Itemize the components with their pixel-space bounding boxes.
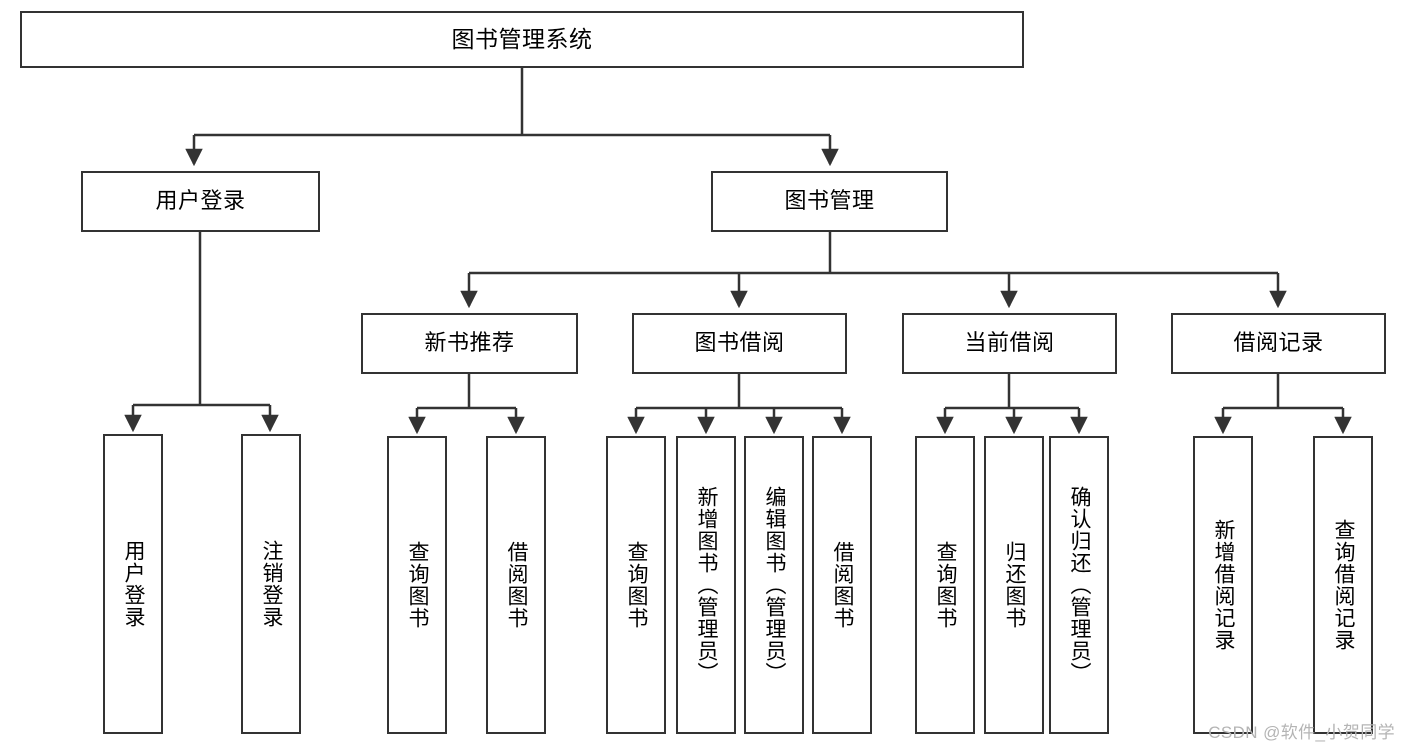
node-book-borrow[interactable]: 图书借阅 <box>632 313 847 374</box>
node-label: 查询图书 <box>625 541 649 629</box>
leaf-book-borrow-borrow-book[interactable]: 借阅图书 <box>812 436 872 734</box>
node-label: 查询图书 <box>934 541 958 629</box>
node-new-book-recommend[interactable]: 新书推荐 <box>361 313 578 374</box>
leaf-new-book-borrow-book[interactable]: 借阅图书 <box>486 436 546 734</box>
node-label: 注销登录 <box>260 540 284 628</box>
node-book-management[interactable]: 图书管理 <box>711 171 948 232</box>
node-root-book-management-system[interactable]: 图书管理系统 <box>20 11 1024 68</box>
watermark-text: CSDN @软件_小贺同学 <box>1208 723 1395 742</box>
leaf-book-borrow-query-book[interactable]: 查询图书 <box>606 436 666 734</box>
node-label: 编辑图书（管理员） <box>763 486 787 684</box>
node-label: 用户登录 <box>155 188 246 214</box>
leaf-borrow-record-query-record[interactable]: 查询借阅记录 <box>1313 436 1373 734</box>
leaf-current-borrow-confirm-return-admin[interactable]: 确认归还（管理员） <box>1049 436 1109 734</box>
node-label: 确认归还（管理员） <box>1068 486 1092 684</box>
node-label: 借阅图书 <box>505 541 529 629</box>
leaf-user-login-login[interactable]: 用户登录 <box>103 434 163 734</box>
node-label: 查询借阅记录 <box>1332 519 1356 651</box>
node-label: 新增借阅记录 <box>1212 519 1236 651</box>
leaf-user-login-logout[interactable]: 注销登录 <box>241 434 301 734</box>
node-user-login[interactable]: 用户登录 <box>81 171 320 232</box>
leaf-new-book-query-book[interactable]: 查询图书 <box>387 436 447 734</box>
node-label: 借阅记录 <box>1233 330 1324 356</box>
node-label: 用户登录 <box>122 540 146 628</box>
node-label: 图书借阅 <box>694 330 785 356</box>
node-label: 查询图书 <box>406 541 430 629</box>
leaf-borrow-record-add-record[interactable]: 新增借阅记录 <box>1193 436 1253 734</box>
node-label: 借阅图书 <box>831 541 855 629</box>
node-current-borrow[interactable]: 当前借阅 <box>902 313 1117 374</box>
leaf-book-borrow-add-book-admin[interactable]: 新增图书（管理员） <box>676 436 736 734</box>
node-label: 图书管理 <box>784 188 875 214</box>
leaf-current-borrow-return-book[interactable]: 归还图书 <box>984 436 1044 734</box>
node-label: 新增图书（管理员） <box>695 486 719 684</box>
leaf-current-borrow-query-book[interactable]: 查询图书 <box>915 436 975 734</box>
node-label: 当前借阅 <box>964 330 1055 356</box>
node-label: 新书推荐 <box>424 330 515 356</box>
node-label: 图书管理系统 <box>451 26 593 53</box>
leaf-book-borrow-edit-book-admin[interactable]: 编辑图书（管理员） <box>744 436 804 734</box>
node-borrow-record[interactable]: 借阅记录 <box>1171 313 1386 374</box>
node-label: 归还图书 <box>1003 541 1027 629</box>
